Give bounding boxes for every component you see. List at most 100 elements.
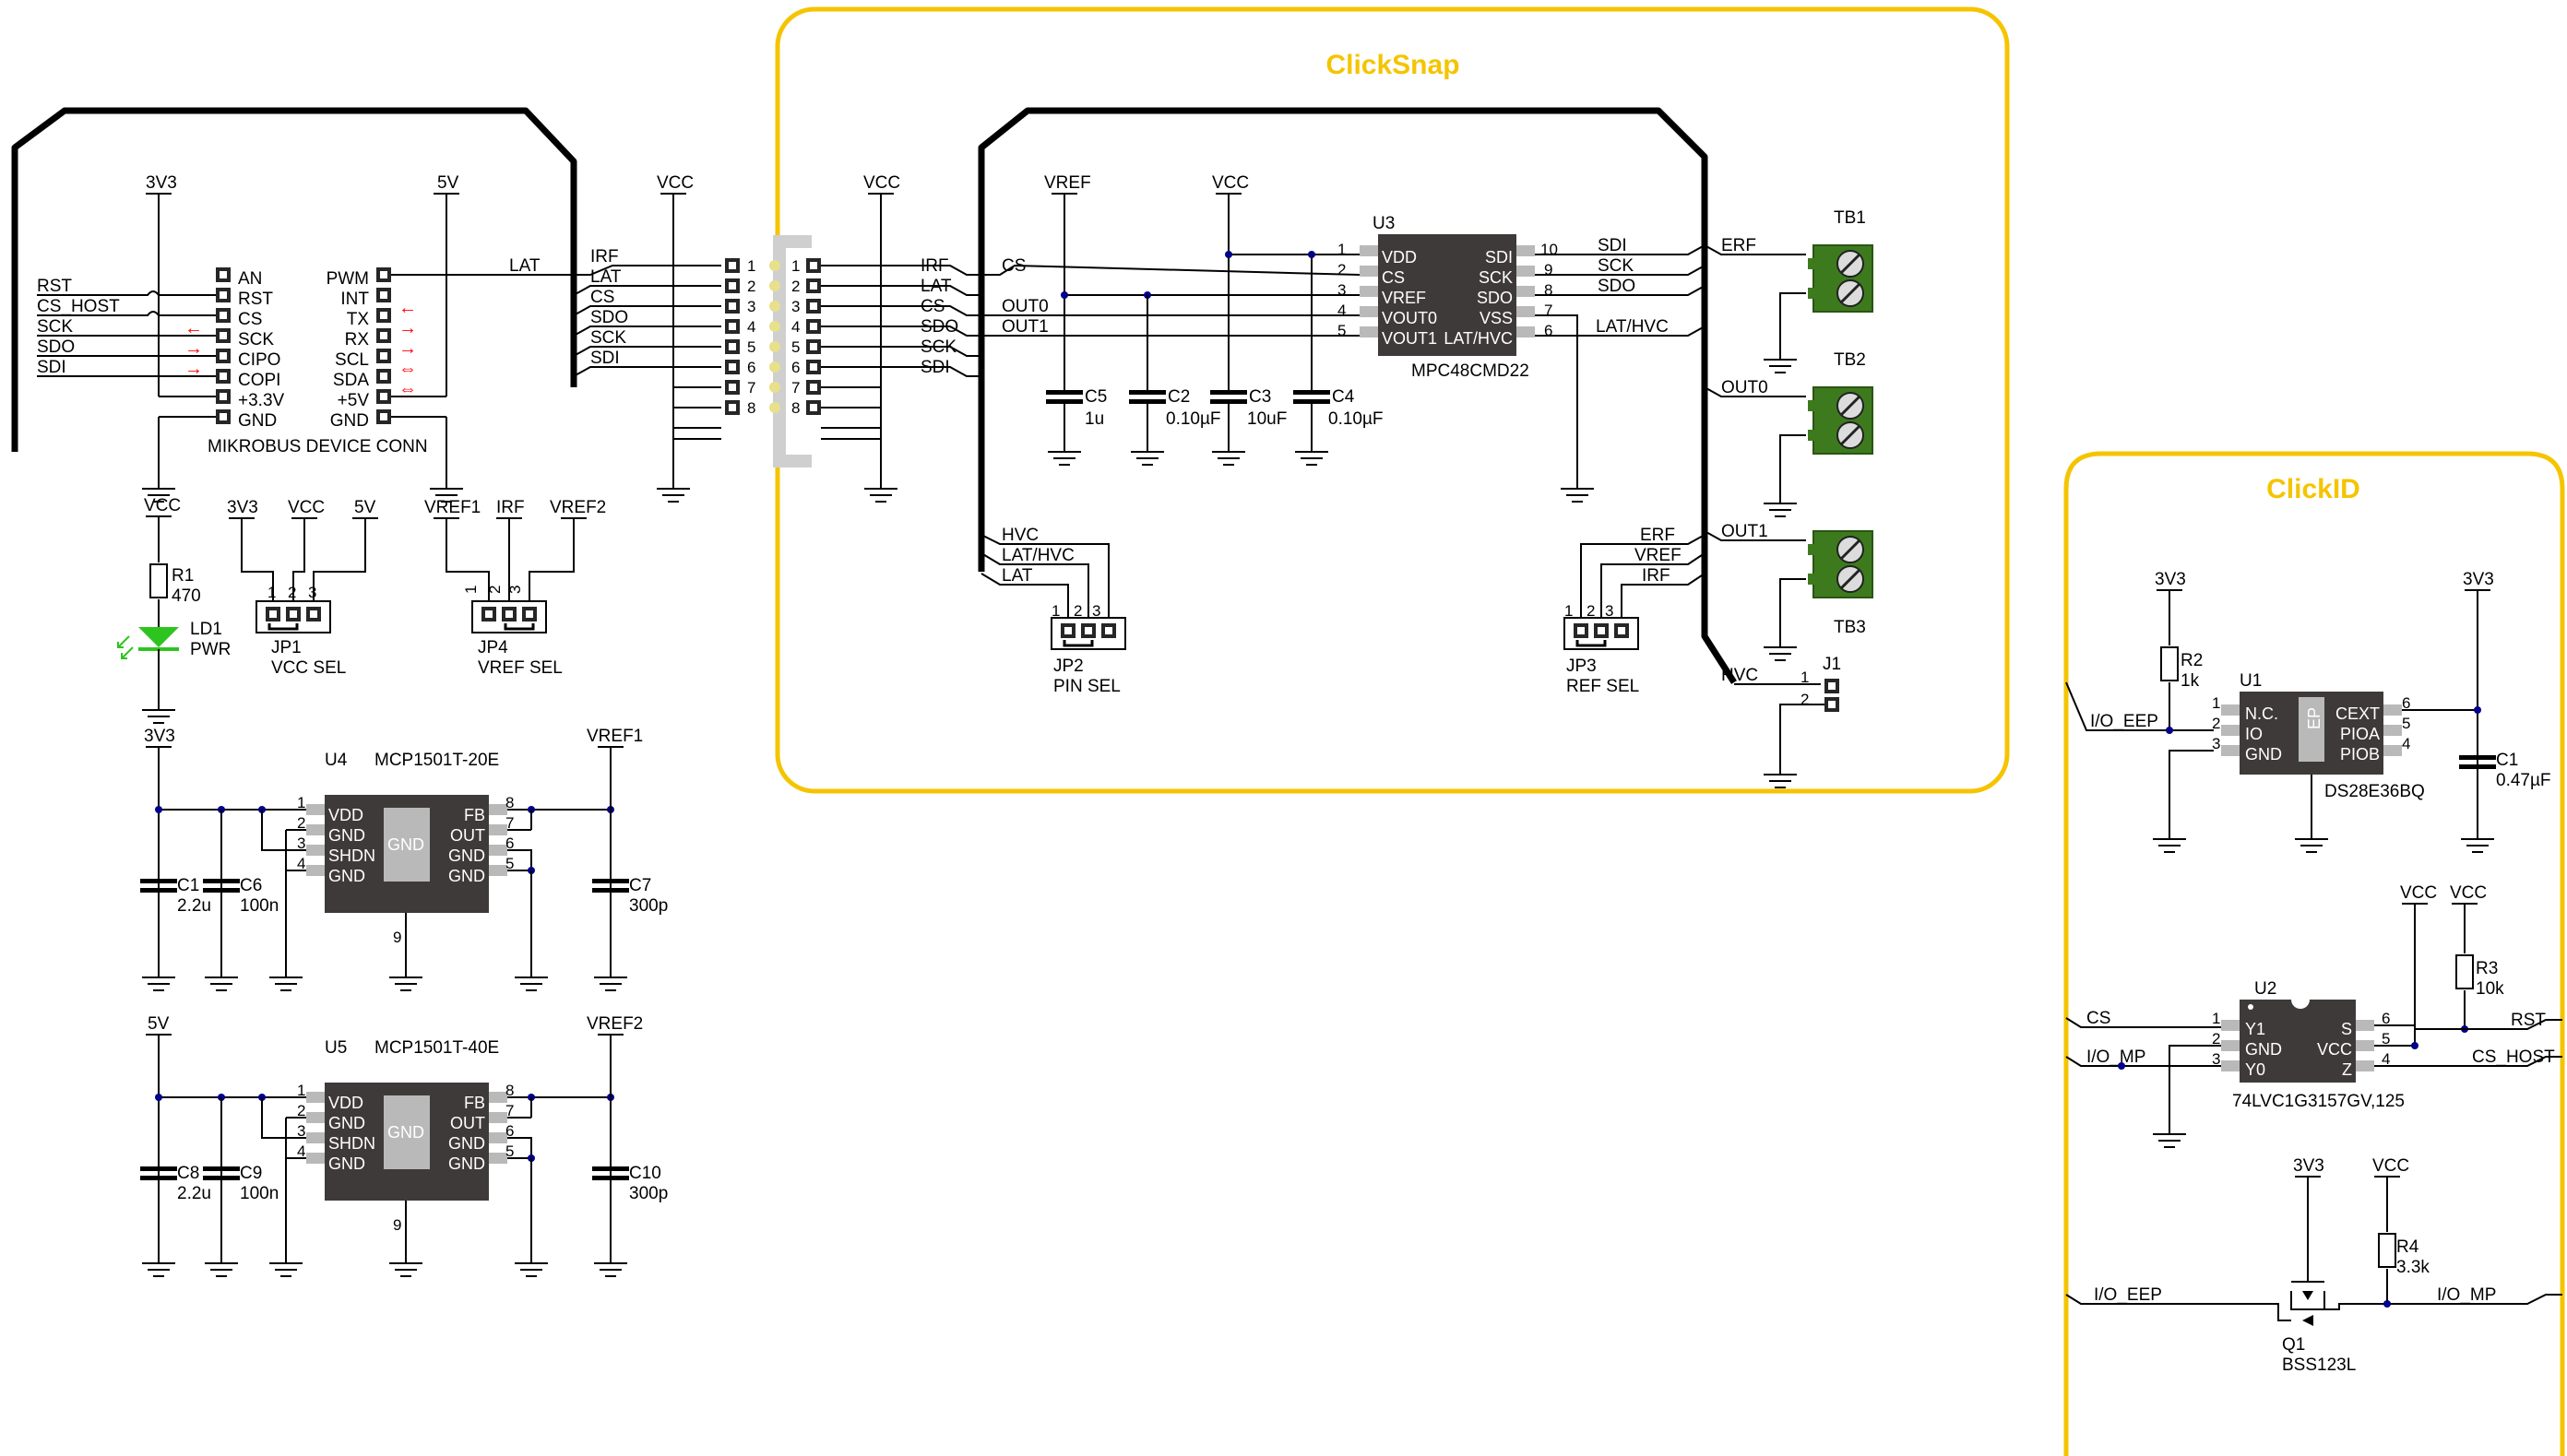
svg-text:CS: CS [1382, 268, 1405, 287]
svg-text:LAT: LAT [509, 256, 541, 276]
svg-text:GND: GND [328, 1114, 365, 1132]
svg-text:1: 1 [1337, 241, 1346, 258]
svg-text:1: 1 [2212, 1010, 2220, 1027]
header-pin-right [806, 380, 821, 395]
svg-text:4: 4 [1337, 302, 1346, 319]
mikrobus-outline [11, 107, 577, 452]
svg-text:RX: RX [345, 330, 370, 349]
svg-text:3V3: 3V3 [146, 173, 177, 193]
svg-text:LAT/HVC: LAT/HVC [1002, 546, 1075, 565]
svg-text:2: 2 [288, 584, 296, 601]
svg-text:JP1: JP1 [271, 638, 302, 657]
mikrobus-left-pin [216, 409, 231, 424]
svg-text:TB3: TB3 [1834, 618, 1866, 637]
svg-text:GND: GND [448, 846, 485, 865]
svg-text:2: 2 [1337, 261, 1346, 278]
svg-text:7: 7 [505, 814, 514, 832]
mikrobus-left-pin [216, 308, 231, 323]
header-pin-left [725, 400, 740, 415]
svg-text:VREF1: VREF1 [424, 498, 481, 517]
svg-text:VCC: VCC [2372, 1156, 2409, 1176]
svg-text:5: 5 [505, 1142, 514, 1160]
svg-text:VDD: VDD [1382, 248, 1417, 266]
svg-text:6: 6 [2402, 694, 2410, 712]
svg-text:←: ← [398, 298, 417, 318]
svg-text:VCC: VCC [1212, 173, 1249, 193]
svg-text:VCC SEL: VCC SEL [271, 658, 346, 678]
svg-text:1: 1 [1800, 669, 1809, 686]
svg-text:←: ← [184, 318, 203, 338]
mikrobus-left-pin [216, 389, 231, 404]
svg-text:VREF: VREF [1044, 173, 1091, 193]
svg-text:GND: GND [387, 835, 424, 854]
header-pin-num: 7 [747, 379, 755, 397]
svg-text:VCC: VCC [288, 498, 325, 517]
svg-text:OUT0: OUT0 [1002, 297, 1049, 316]
svg-text:C10: C10 [629, 1164, 661, 1183]
svg-text:GND: GND [330, 411, 369, 431]
svg-text:1: 1 [297, 1082, 305, 1099]
clickid-q1: 3V3 I/O_EEP I/O_MP VCC R4 3.3k Q1 BSS123… [2065, 1156, 2562, 1375]
svg-text:VDD: VDD [328, 806, 363, 824]
svg-text:2: 2 [1074, 602, 1082, 620]
svg-text:GND: GND [2245, 1040, 2282, 1059]
svg-text:2: 2 [1587, 602, 1595, 620]
svg-text:300p: 300p [629, 1184, 668, 1203]
svg-text:LAT/HVC: LAT/HVC [1596, 317, 1669, 337]
svg-text:GND: GND [448, 1134, 485, 1153]
svg-text:N.C.: N.C. [2245, 704, 2278, 723]
svg-text:1: 1 [1564, 602, 1573, 620]
svg-text:JP3: JP3 [1566, 657, 1597, 676]
mikrobus-right-pin [376, 369, 391, 384]
svg-text:GND: GND [2245, 745, 2282, 764]
svg-text:U2: U2 [2254, 979, 2276, 999]
svg-text:VDD: VDD [328, 1094, 363, 1112]
svg-text:C8: C8 [177, 1164, 199, 1183]
svg-text:⇔: ⇔ [398, 379, 417, 399]
snap-contact [769, 382, 780, 393]
mikrobus-left-pin [216, 288, 231, 302]
svg-text:10: 10 [1540, 241, 1558, 258]
mikrobus-right-pin [376, 409, 391, 424]
mikrobus-right-pin [376, 267, 391, 282]
snap-contact [769, 361, 780, 373]
svg-text:OUT1: OUT1 [1002, 317, 1049, 337]
svg-text:RST: RST [37, 277, 72, 296]
svg-text:VOUT1: VOUT1 [1382, 329, 1437, 348]
svg-text:VCC: VCC [863, 173, 900, 193]
svg-text:1: 1 [267, 584, 276, 601]
svg-text:→: → [184, 359, 203, 379]
svg-text:COPI: COPI [238, 371, 280, 390]
svg-text:CS: CS [238, 310, 262, 329]
svg-text:OUT1: OUT1 [1721, 522, 1768, 541]
svg-text:JP4: JP4 [478, 638, 508, 657]
svg-text:VREF1: VREF1 [587, 727, 643, 746]
svg-text:5: 5 [2382, 1030, 2390, 1048]
svg-text:6: 6 [505, 835, 514, 852]
header-pin-right [806, 360, 821, 374]
svg-text:CS: CS [590, 288, 614, 307]
u3-dac: U3 MPC48CMD22 VDD CS VREF VOUT0 VOUT1 SD… [981, 173, 1705, 503]
svg-text:→: → [398, 338, 417, 359]
svg-text:DS28E36BQ: DS28E36BQ [2324, 782, 2425, 801]
svg-text:4: 4 [2382, 1050, 2390, 1068]
svg-text:C9: C9 [240, 1164, 262, 1183]
header-pin-num: 7 [791, 379, 800, 397]
u4-vref: 3V3 VREF1 U4 MCP1501T-20E GND VDD GND SH… [139, 727, 668, 991]
svg-text:300p: 300p [629, 896, 668, 916]
svg-text:CS_HOST: CS_HOST [37, 297, 120, 316]
svg-text:AN: AN [238, 269, 262, 289]
header-pin-num: 3 [747, 298, 755, 315]
mikrobus-left-pin [216, 328, 231, 343]
svg-text:HVC: HVC [1721, 666, 1758, 685]
svg-text:2.2u: 2.2u [177, 896, 211, 916]
svg-text:I/O_MP: I/O_MP [2437, 1285, 2496, 1305]
clicksnap-title: ClickSnap [1325, 50, 1459, 80]
svg-text:6: 6 [2382, 1010, 2390, 1027]
svg-text:SCK: SCK [1479, 268, 1513, 287]
header-left-nets: VCC IRF LAT CS SDO SCK SDI [573, 173, 721, 503]
svg-text:3V3: 3V3 [2293, 1156, 2324, 1176]
jp2-pin-sel: HVC LAT/HVC LAT 1 2 3 JP2 PIN SEL [980, 526, 1126, 696]
svg-text:74LVC1G3157GV,125: 74LVC1G3157GV,125 [2232, 1092, 2405, 1111]
svg-text:CS: CS [921, 297, 945, 316]
